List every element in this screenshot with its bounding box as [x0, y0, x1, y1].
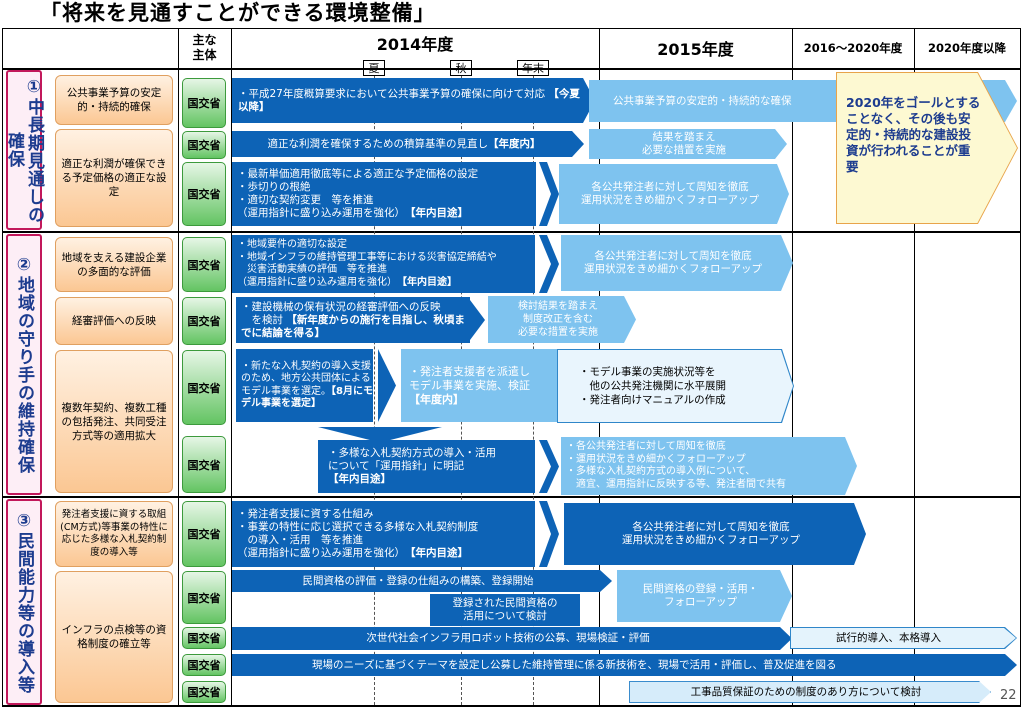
task-qualification-usage: 登録された民間資格の 活用について検討	[430, 594, 580, 626]
agency-mlit: 国交省	[182, 78, 226, 128]
goal-text: 2020年をゴールとすることなく、その後も安定的・持続的な建設投資が行われること…	[846, 95, 981, 174]
agency-mlit: 国交省	[182, 350, 226, 425]
agency-mlit: 国交省	[182, 654, 226, 676]
task-guideline-followup: ・各公共発注者に対して周知を徹底 ・運用状況をきめ細かくフォローアップ ・多様な…	[561, 437, 857, 495]
grid-line	[1020, 28, 1021, 707]
task-regional-followup: 各公共発注者に対して周知を徹底 運用状況をきめ細かくフォローアップ	[561, 235, 793, 291]
task-model-expansion: ・モデル事業の実施状況等を 他の公共発注機関に水平展開 ・発注者向けマニュアルの…	[557, 349, 794, 423]
task-quality-assurance: 工事品質保証のための制度のあり方について検討	[629, 681, 991, 703]
task-model-selection: ・新たな入札契約の導入支援のため、地方公共団体によるモデル事業を選定。【8月にモ…	[236, 349, 373, 422]
chevron-right-icon	[539, 235, 559, 293]
task-regional-requirements: ・地域要件の適切な設定 ・地域インフラの維持管理工事等における災害協定締結や 災…	[232, 235, 535, 293]
header-2014: 2014年度	[376, 35, 454, 54]
topic-pricing: 適正な利潤が確保できる予定価格の適正な設定	[55, 129, 173, 227]
agency-mlit: 国交省	[182, 501, 226, 567]
header-2020-after: 2020年度以降	[927, 41, 1006, 55]
agency-mlit: 国交省	[182, 237, 226, 292]
page-number: 22	[1000, 688, 1017, 703]
section-mid-long-term: ①中長期見通しの確保	[4, 70, 44, 230]
chevron-right-icon	[539, 440, 559, 493]
task-estimate-review: 適正な利潤を確保するための積算基準の見直し【年度内】	[232, 131, 584, 157]
topic-cm-method: 発注者支援に資する取組(CM方式)等事業の特性に応じた多様な入札契約制度の導入等	[55, 501, 173, 567]
chevron-right-icon	[539, 501, 559, 567]
topic-evaluation-reflection: 経審評価への反映	[55, 297, 173, 345]
topic-inspection-qualification: インフラの点検等の資格制度の確立等	[55, 571, 173, 703]
section-private-capability: ③民間能力等の導入等	[6, 499, 42, 705]
down-arrow-icon	[318, 427, 442, 441]
grid-line	[792, 28, 793, 707]
agency-mlit: 国交省	[182, 627, 226, 649]
topic-regional-evaluation: 地域を支える建設企業の多面的な評価	[55, 237, 173, 292]
header-2015: 2015年度	[657, 40, 734, 59]
grid-line	[178, 28, 179, 707]
grid-line	[231, 28, 232, 707]
grid-line	[2, 705, 1021, 707]
task-contract-system: ・発注者支援に資する仕組み ・事業の特性に応じ選択できる多様な入札契約制度 の導…	[232, 501, 535, 567]
task-model-verification: ・発注者支援者を派遣し モデル事業を実施、検証【年度内】	[401, 349, 563, 422]
topic-multi-year-contracts: 複数年契約、複数工種の包括発注、共同受注方式等の適用拡大	[55, 350, 173, 493]
header-agency: 主な 主体	[192, 33, 217, 62]
grid-line	[2, 231, 1021, 233]
task-equipment-evaluation: ・建設機械の保有状況の経審評価への反映 を検討 【新年度からの施行を目指し、秋頃…	[236, 297, 470, 343]
grid-line	[2, 68, 1021, 70]
goal-callout	[837, 73, 1017, 223]
arrow-right-icon	[378, 349, 396, 422]
agency-mlit: 国交省	[182, 162, 226, 226]
topic-budget: 公共事業予算の安定的・持続的確保	[55, 75, 173, 125]
task-qualification-followup: 民間資格の登録・活用・ フォローアップ	[617, 570, 792, 622]
task-new-technology: 現場のニーズに基づくテーマを設定し公募した維持管理に係る新技術を、現場で活用・評…	[232, 654, 1017, 676]
section-local-guardians: ②地域の守り手の維持確保	[6, 234, 42, 495]
task-equipment-measures: 検討結果を踏まえ 制度改正を含む 必要な措置を実施	[488, 296, 636, 343]
task-qualification-system: 民間資格の評価・登録の仕組みの構築、登録開始	[232, 570, 612, 592]
header-2016-2020: 2016～2020年度	[803, 41, 903, 55]
agency-mlit: 国交省	[182, 436, 226, 493]
grid-line	[914, 28, 915, 707]
chevron-right-icon	[539, 162, 559, 226]
task-robot-evaluation: 次世代社会インフラ用ロボット技術の公募、現場検証・評価	[232, 627, 792, 650]
task-price-followup: 各公共発注者に対して周知を徹底 運用状況をきめ細かくフォローアップ	[559, 164, 789, 224]
arrow-right-icon	[470, 300, 485, 340]
grid-line	[374, 76, 375, 705]
grid-line	[2, 28, 1021, 29]
grid-line	[2, 28, 3, 707]
task-budget-request: ・平成27年度概算要求において公共事業予算の確保に向けて対応 【今夏以降】	[232, 78, 595, 123]
task-estimate-measures: 結果を踏まえ 必要な措置を実施	[589, 129, 787, 159]
agency-mlit: 国交省	[182, 297, 226, 345]
agency-mlit: 国交省	[182, 681, 226, 703]
task-guideline-update: ・多様な入札契約方式の導入・活用 について「運用指針」に明記【年内目途】	[318, 440, 535, 493]
task-contract-followup: 各公共発注者に対して周知を徹底 運用状況をきめ細かくフォローアップ	[564, 503, 866, 565]
grid-line	[2, 496, 1021, 498]
task-price-setting: ・最新単価適用徹底等による適正な予定価格の設定 ・歩切りの根絶 ・適切な契約変更…	[232, 162, 536, 226]
page-title: 「将来を見通すことができる環境整備」	[40, 1, 436, 25]
agency-mlit: 国交省	[182, 571, 226, 624]
agency-mlit: 国交省	[182, 131, 226, 159]
task-robot-introduction: 試行的導入、本格導入	[790, 627, 1017, 649]
